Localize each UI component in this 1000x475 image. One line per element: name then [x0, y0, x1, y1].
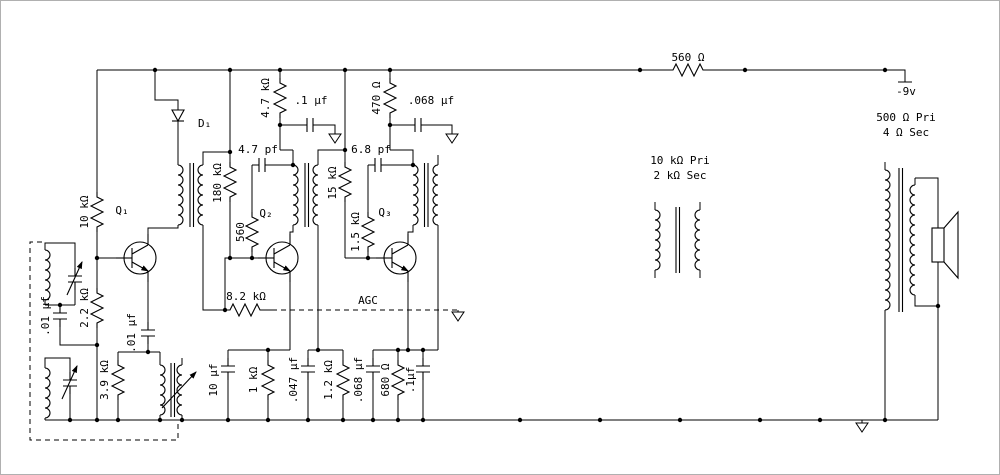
label-c-01uf-emitter: .01 µf: [125, 313, 138, 353]
label-c-1uf-decoupling: .1 µf: [294, 94, 327, 107]
resistor-680: [390, 360, 406, 400]
label-output-transformer-pri: 500 Ω Pri: [876, 111, 936, 124]
capacitor-068uf-decoupling: [408, 118, 428, 132]
resistor-15k: [337, 162, 353, 202]
label-r1k: 1 kΩ: [247, 366, 260, 393]
resistor-2.2k: [89, 288, 105, 328]
capacitor-6.8pf: [368, 158, 388, 172]
resistor-470: [382, 78, 398, 118]
label-r1.5k: 1.5 kΩ: [349, 212, 362, 252]
variable-capacitor-oscillator: [61, 364, 78, 400]
label-c-01uf-input: .01 µf: [39, 296, 52, 336]
label-q3: Q₃: [378, 206, 391, 219]
label-r4.7k: 4.7 kΩ: [259, 78, 272, 118]
driver-transformer: [654, 207, 701, 273]
label-q2: Q₂: [259, 207, 272, 220]
capacitor-1uf-bottom: [416, 358, 430, 380]
speaker: [931, 210, 959, 280]
ground-symbol-decoupling-2: [445, 133, 459, 144]
antenna-coil-lower: [44, 367, 51, 419]
capacitor-068uf-emitter: [366, 358, 380, 380]
if-transformer-1: [177, 163, 204, 227]
resistor-1.2k: [335, 360, 351, 400]
label-c-068uf-emitter: .068 µf: [352, 357, 365, 403]
capacitor-4.7pf: [252, 158, 272, 172]
resistor-560-rail: [668, 62, 708, 78]
label-r8.2k: 8.2 kΩ: [226, 290, 266, 303]
label-driver-transformer-sec: 2 kΩ Sec: [654, 169, 707, 182]
resistor-560-neutralizing: [244, 212, 260, 252]
transistor-q3: [376, 234, 417, 282]
resistor-180k: [222, 162, 238, 202]
label-r470: 470 Ω: [370, 81, 383, 114]
label-c-6.8pf: 6.8 pf: [351, 143, 391, 156]
junction-dots: [57, 67, 941, 423]
label-c-047uf: .047 µf: [287, 357, 300, 403]
transistor-q2: [258, 234, 299, 282]
capacitor-10uf: [221, 358, 235, 380]
resistor-1.5k: [360, 212, 376, 252]
output-transformer: [884, 168, 916, 312]
label-output-transformer-sec: 4 Ω Sec: [883, 126, 929, 139]
oscillator-transformer: [159, 363, 197, 417]
variable-capacitor-antenna: [66, 260, 83, 296]
ground-symbol-decoupling-1: [328, 133, 342, 144]
label-battery: -9v: [896, 85, 916, 98]
ground-symbol-rail: [855, 422, 869, 433]
label-r15k: 15 kΩ: [326, 166, 339, 199]
capacitor-01uf-input: [53, 305, 67, 327]
if-transformer-2: [292, 163, 319, 227]
label-r1.2k: 1.2 kΩ: [322, 360, 335, 400]
label-driver-transformer-pri: 10 kΩ Pri: [650, 154, 710, 167]
label-c-4.7pf: 4.7 pf: [238, 143, 278, 156]
resistor-10k: [89, 192, 105, 232]
label-c-068uf-decoupling: .068 µf: [408, 94, 454, 107]
connection-wires: [44, 69, 939, 423]
resistor-1k: [260, 360, 276, 400]
resistor-8.2k: [225, 302, 265, 318]
diode-d1: [171, 109, 185, 123]
capacitor-1uf-decoupling: [300, 118, 320, 132]
label-r560-rail: 560 Ω: [671, 51, 704, 64]
label-agc: AGC: [358, 294, 378, 307]
gang-tuning-dashed-box: [29, 241, 179, 441]
label-r3.9k: 3.9 kΩ: [98, 360, 111, 400]
label-r10k: 10 kΩ: [78, 195, 91, 228]
capacitor-01uf-emitter: [141, 322, 155, 344]
ground-symbol-agc: [451, 311, 465, 322]
resistor-3.9k: [110, 360, 126, 400]
label-r2.2k: 2.2 kΩ: [78, 288, 91, 328]
label-d1: D₁: [198, 117, 211, 130]
transistor-q1: [116, 234, 157, 282]
label-r180k: 180 kΩ: [211, 163, 224, 203]
resistor-4.7k: [272, 78, 288, 118]
if-transformer-3: [412, 163, 439, 227]
label-r560-neutralizing: 560: [234, 222, 247, 242]
label-c-10uf: 10 µf: [207, 363, 220, 396]
antenna-coil-upper: [44, 249, 51, 301]
label-r680: 680 Ω: [379, 363, 392, 396]
label-c-1uf-bottom: .1µf: [404, 367, 417, 394]
label-q1: Q₁: [115, 204, 128, 217]
capacitor-047uf: [301, 358, 315, 380]
